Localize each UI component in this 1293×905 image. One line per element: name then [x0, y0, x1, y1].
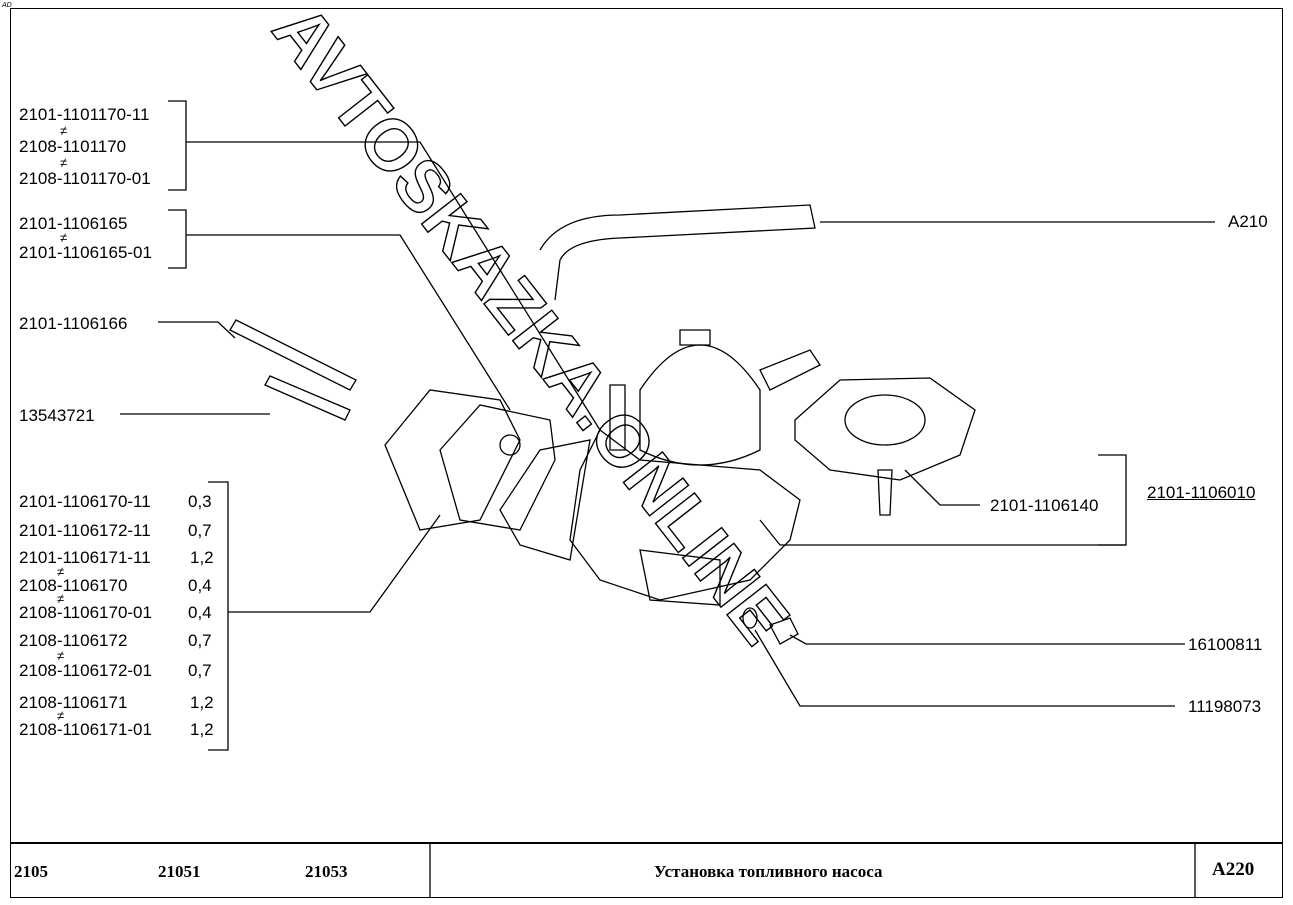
part-label-washer: 11198073	[1188, 697, 1262, 716]
gasket-part: 2108-1106171	[19, 693, 128, 712]
not-equal-icon: ≠	[57, 591, 65, 606]
outlet-fitting	[609, 384, 626, 451]
bracket-group1	[168, 100, 187, 191]
leader-nut	[789, 634, 1185, 645]
part-label-assembly: 2101-1106010	[1147, 483, 1256, 502]
part-label: 2101-1106165	[19, 214, 128, 233]
fuel-hose	[539, 204, 816, 301]
not-equal-icon: ≠	[57, 648, 65, 663]
gasket-thickness: 1,2	[190, 548, 214, 567]
part-label-cover: 2101-1106140	[990, 496, 1099, 515]
model-code: 21053	[305, 862, 348, 881]
leader-group2	[186, 234, 511, 411]
part-label-hose: A210	[1228, 212, 1268, 231]
gasket-thickness: 0,7	[188, 631, 212, 650]
leader-group1	[186, 141, 601, 431]
gasket-thickness: 0,4	[188, 603, 212, 622]
gasket-thickness: 0,7	[188, 521, 212, 540]
not-equal-icon: ≠	[57, 564, 65, 579]
not-equal-icon: ≠	[60, 230, 68, 245]
bracket-assembly	[1098, 454, 1127, 546]
model-code: 2105	[14, 862, 48, 881]
inlet-fitting	[759, 349, 821, 391]
part-label-nut: 16100811	[1188, 635, 1263, 654]
bracket-group2	[168, 209, 187, 269]
leader-washer	[754, 629, 1175, 707]
gasket-thickness: 0,4	[188, 576, 212, 595]
part-label: 2101-1101170-11	[19, 105, 150, 124]
part-label: 2108-1101170-01	[19, 169, 151, 188]
gasket-part: 2101-1106172-11	[19, 521, 151, 540]
leader-cover	[904, 469, 980, 506]
gasket-part: 2108-1106170	[19, 576, 128, 595]
leader-gaskets	[228, 514, 441, 613]
not-equal-icon: ≠	[57, 708, 65, 723]
bracket-gaskets	[208, 481, 229, 751]
not-equal-icon: ≠	[60, 123, 68, 138]
drawing-code: A220	[1212, 859, 1255, 880]
washer	[742, 607, 758, 629]
gasket-part: 2101-1106171-11	[19, 548, 151, 567]
gasket-thickness: 0,7	[188, 661, 212, 680]
gasket-thickness: 1,2	[190, 720, 214, 739]
watermark: AVTOSKAZKA.ONLINE	[257, 0, 804, 659]
gasket-outer	[384, 389, 521, 531]
drawing-title: Установка топливного насоса	[654, 862, 883, 881]
spacer	[439, 404, 556, 531]
pump-cover	[794, 377, 976, 481]
dome-bolt	[679, 329, 711, 346]
drawing-frame	[10, 8, 1283, 898]
gasket-part: 2108-1106171-01	[19, 720, 152, 739]
spacer-hole	[499, 434, 521, 456]
pushrod	[229, 319, 357, 391]
part-label-rod: 2101-1106166	[19, 314, 128, 333]
gasket-thickness: 1,2	[190, 693, 214, 712]
pump-body	[569, 429, 801, 601]
not-equal-icon: ≠	[60, 155, 68, 170]
leader-assembly	[759, 519, 1126, 546]
part-label: 2108-1101170	[19, 137, 127, 156]
gasket-part: 2108-1106172-01	[19, 661, 152, 680]
pump-dome	[639, 344, 761, 466]
model-code: 21051	[158, 862, 201, 881]
gasket-inner	[499, 439, 591, 561]
pump-lever-housing	[639, 549, 721, 606]
nut	[769, 617, 799, 645]
cover-rod	[877, 469, 893, 516]
gasket-thickness: 0,3	[188, 492, 212, 511]
leader-rod	[158, 321, 236, 339]
cover-diaphragm	[844, 394, 926, 446]
gasket-part: 2108-1106170-01	[19, 603, 152, 622]
gasket-part: 2108-1106172	[19, 631, 128, 650]
stud	[264, 375, 351, 421]
gasket-part: 2101-1106170-11	[19, 492, 151, 511]
corner-mark: AD	[2, 2, 12, 9]
part-label-stud: 13543721	[19, 406, 95, 425]
part-label: 2101-1106165-01	[19, 243, 152, 262]
